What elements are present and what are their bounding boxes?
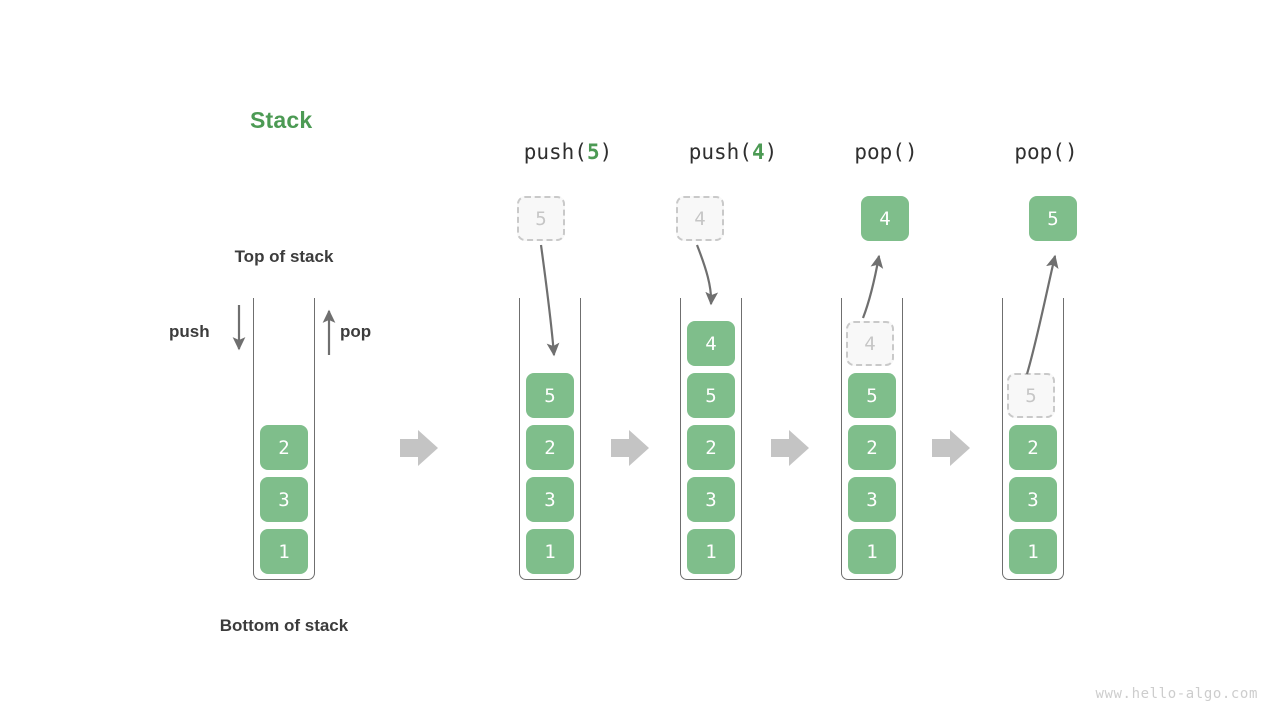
stack-cell: 1 [526, 529, 574, 574]
push-4-flow-arrow-icon [695, 244, 719, 306]
stack-cell: 3 [848, 477, 896, 522]
stack-container-push-5 [519, 298, 581, 580]
caption-suffix: ) [599, 140, 613, 164]
caption-suffix: ) [1064, 140, 1078, 164]
stack-cell: 3 [260, 477, 308, 522]
stack-cell: 5 [848, 373, 896, 418]
stack-cell: 2 [687, 425, 735, 470]
external-ghost-box: 5 [517, 196, 565, 241]
stack-cell: 2 [526, 425, 574, 470]
pop-label: pop [340, 322, 372, 341]
stack-cell: 1 [687, 529, 735, 574]
stack-container-push-4 [680, 298, 742, 580]
stack-cell: 3 [687, 477, 735, 522]
stack-cell: 1 [848, 529, 896, 574]
caption-argument: 5 [586, 140, 600, 164]
external-ghost-box: 4 [676, 196, 724, 241]
stack-cell: 5 [526, 373, 574, 418]
transition-arrow-icon [932, 430, 970, 466]
popped-box: 5 [1029, 196, 1077, 241]
stack-cell: 3 [1009, 477, 1057, 522]
stack-cell: 1 [260, 529, 308, 574]
bottom-of-stack-label: Bottom of stack [219, 616, 349, 635]
stack-cell: 2 [260, 425, 308, 470]
stack-cell: 4 [687, 321, 735, 366]
caption-suffix: ) [764, 140, 778, 164]
operation-caption-pop-2: pop() [1014, 140, 1077, 164]
operation-caption-push-4: push(4) [689, 140, 778, 164]
stack-container-initial [253, 298, 315, 580]
page-title: Stack [250, 107, 313, 133]
transition-arrow-icon [771, 430, 809, 466]
caption-argument: 4 [751, 140, 765, 164]
stack-container-pop-2 [1002, 298, 1064, 580]
stack-cell-ghost: 4 [846, 321, 894, 366]
operation-caption-push-5: push(5) [524, 140, 613, 164]
caption-suffix: ) [904, 140, 918, 164]
stack-cell-ghost: 5 [1007, 373, 1055, 418]
caption-prefix: pop( [1014, 140, 1065, 164]
operation-caption-pop-1: pop() [854, 140, 917, 164]
stack-cell: 2 [1009, 425, 1057, 470]
popped-box: 4 [861, 196, 909, 241]
push-label: push [169, 322, 210, 341]
transition-arrow-icon [611, 430, 649, 466]
caption-prefix: push( [523, 140, 587, 164]
watermark: www.hello-algo.com [1095, 686, 1258, 702]
stack-cell: 2 [848, 425, 896, 470]
transition-arrow-icon [400, 430, 438, 466]
stack-cell: 5 [687, 373, 735, 418]
caption-prefix: push( [688, 140, 752, 164]
stack-container-pop-1 [841, 298, 903, 580]
stack-cell: 3 [526, 477, 574, 522]
caption-prefix: pop( [854, 140, 905, 164]
top-of-stack-label: Top of stack [234, 247, 334, 266]
stack-cell: 1 [1009, 529, 1057, 574]
